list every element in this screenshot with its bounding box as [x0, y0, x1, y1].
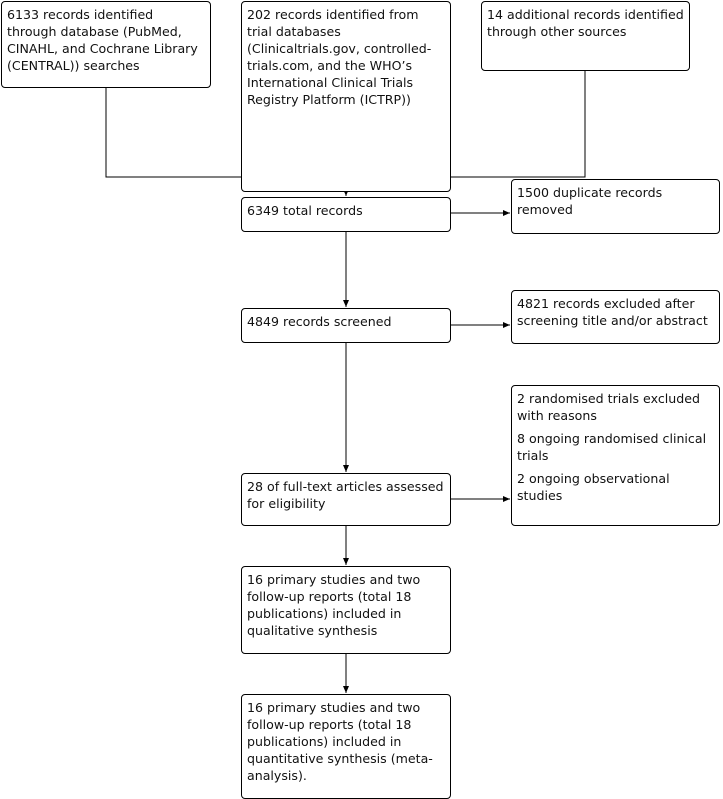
other-sources-box: 14 additional records identified through…: [481, 1, 690, 71]
excluded-reason-item: 8 ongoing randomised clinical trials: [517, 431, 707, 463]
records-screened-box: 4849 records screened: [241, 308, 451, 343]
excluded-fulltext-box: 2 randomised trials excluded with reason…: [511, 385, 720, 526]
trial-database-records-box: 202 records identified from trial databa…: [241, 1, 451, 192]
total-records-box: 6349 total records: [241, 197, 451, 232]
duplicates-removed-box: 1500 duplicate records removed: [511, 179, 720, 234]
excluded-reason-item: 2 randomised trials excluded with reason…: [517, 391, 700, 423]
qualitative-synthesis-box: 16 primary studies and two follow-up rep…: [241, 566, 451, 654]
excluded-screening-box: 4821 records excluded after screening ti…: [511, 290, 720, 344]
database-records-box: 6133 records identified through database…: [1, 1, 211, 88]
excluded-reason-item: 2 ongoing observational studies: [517, 471, 670, 503]
quantitative-synthesis-box: 16 primary studies and two follow-up rep…: [241, 694, 451, 799]
fulltext-assessed-box: 28 of full-text articles assessed for el…: [241, 473, 451, 526]
